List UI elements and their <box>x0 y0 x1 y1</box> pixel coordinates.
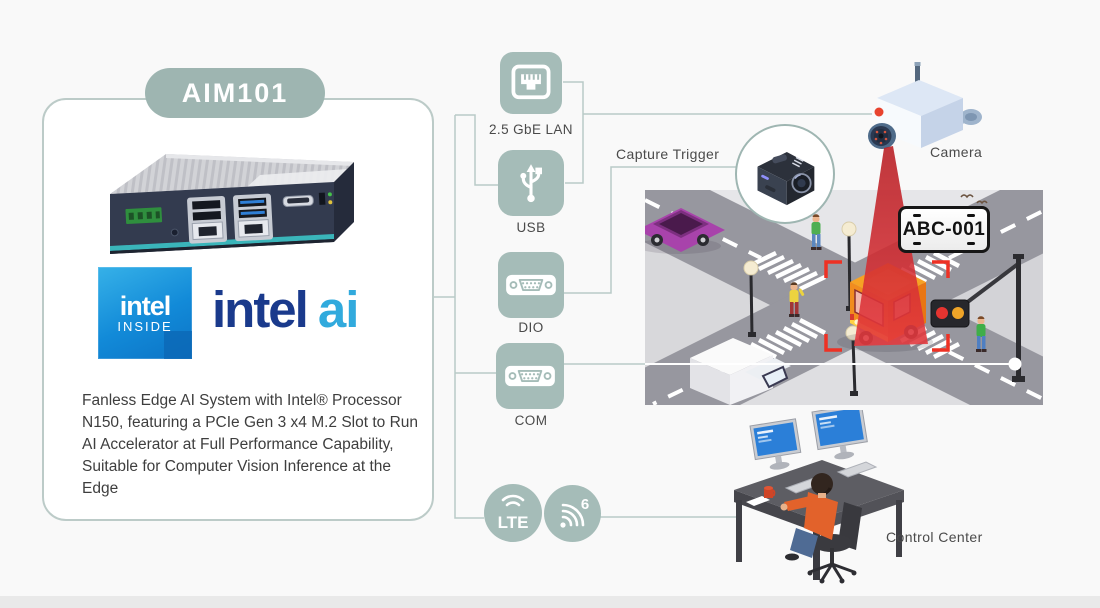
pc-front-ports <box>125 192 333 244</box>
control-center-label: Control Center <box>886 529 983 545</box>
intel-ai-logo: intel ai <box>212 280 360 339</box>
wifi6-tile: 6 <box>544 485 601 542</box>
wifi6-text: 6 <box>581 496 589 513</box>
db9-connector-icon <box>506 274 556 296</box>
wifi6-icon: 6 <box>560 496 589 528</box>
plate-screw <box>967 214 975 217</box>
license-plate-number: ABC-001 <box>902 218 986 240</box>
intel-inside-sub: INSIDE <box>117 318 173 334</box>
birds <box>960 194 988 205</box>
product-name: AIM101 <box>181 77 289 108</box>
product-title-badge: AIM101 <box>145 68 325 118</box>
db9-connector-icon <box>505 365 555 387</box>
intel-inside-logo: intel INSIDE <box>98 267 192 359</box>
embedded-pc-image <box>110 154 354 254</box>
ethernet-port-icon <box>511 64 551 100</box>
dio-label: DIO <box>518 320 544 335</box>
plate-screw <box>913 214 921 217</box>
intel-ai-word: intel <box>212 281 309 338</box>
dio-connector-tile <box>498 252 564 318</box>
com-label: COM <box>514 413 548 428</box>
capture-trigger-device <box>757 152 815 206</box>
capture-trigger-badge <box>735 124 835 224</box>
cctv-camera <box>868 62 982 149</box>
usb-connector-tile <box>498 150 564 216</box>
product-description: Fanless Edge AI System with Intel® Proce… <box>82 391 419 498</box>
intel-inside-corner-mark <box>164 331 192 359</box>
license-plate: ABC-001 <box>898 206 990 253</box>
usb-icon <box>520 164 542 203</box>
control-center-illustration <box>734 410 904 584</box>
plate-screw <box>967 242 975 245</box>
pedestrian <box>811 214 822 250</box>
camera-label: Camera <box>930 144 983 160</box>
lte-tile: LTE <box>484 484 542 542</box>
pc-chassis <box>110 154 354 254</box>
footer-strip <box>0 596 1100 608</box>
intel-ai-suffix: ai <box>317 281 360 338</box>
monitors <box>749 410 868 470</box>
lan-connector-tile <box>500 52 562 114</box>
purple-car <box>645 208 725 254</box>
capture-trigger-label: Capture Trigger <box>616 146 720 162</box>
usb-label: USB <box>516 220 546 235</box>
office-chair <box>807 502 862 584</box>
lte-signal-icon: LTE <box>498 494 529 532</box>
lan-label: 2.5 GbE LAN <box>489 122 573 137</box>
intel-inside-word: intel <box>119 290 172 321</box>
com-connector-tile <box>496 343 564 409</box>
operator-person <box>780 473 838 561</box>
street-lamp <box>743 260 759 337</box>
plate-screw <box>913 242 921 245</box>
camera-illustration <box>868 62 982 149</box>
lte-text: LTE <box>498 513 529 532</box>
intersection-scene <box>645 190 1043 405</box>
desk-items <box>746 461 878 506</box>
pedestrian <box>976 316 987 352</box>
pedestrian <box>789 282 805 317</box>
